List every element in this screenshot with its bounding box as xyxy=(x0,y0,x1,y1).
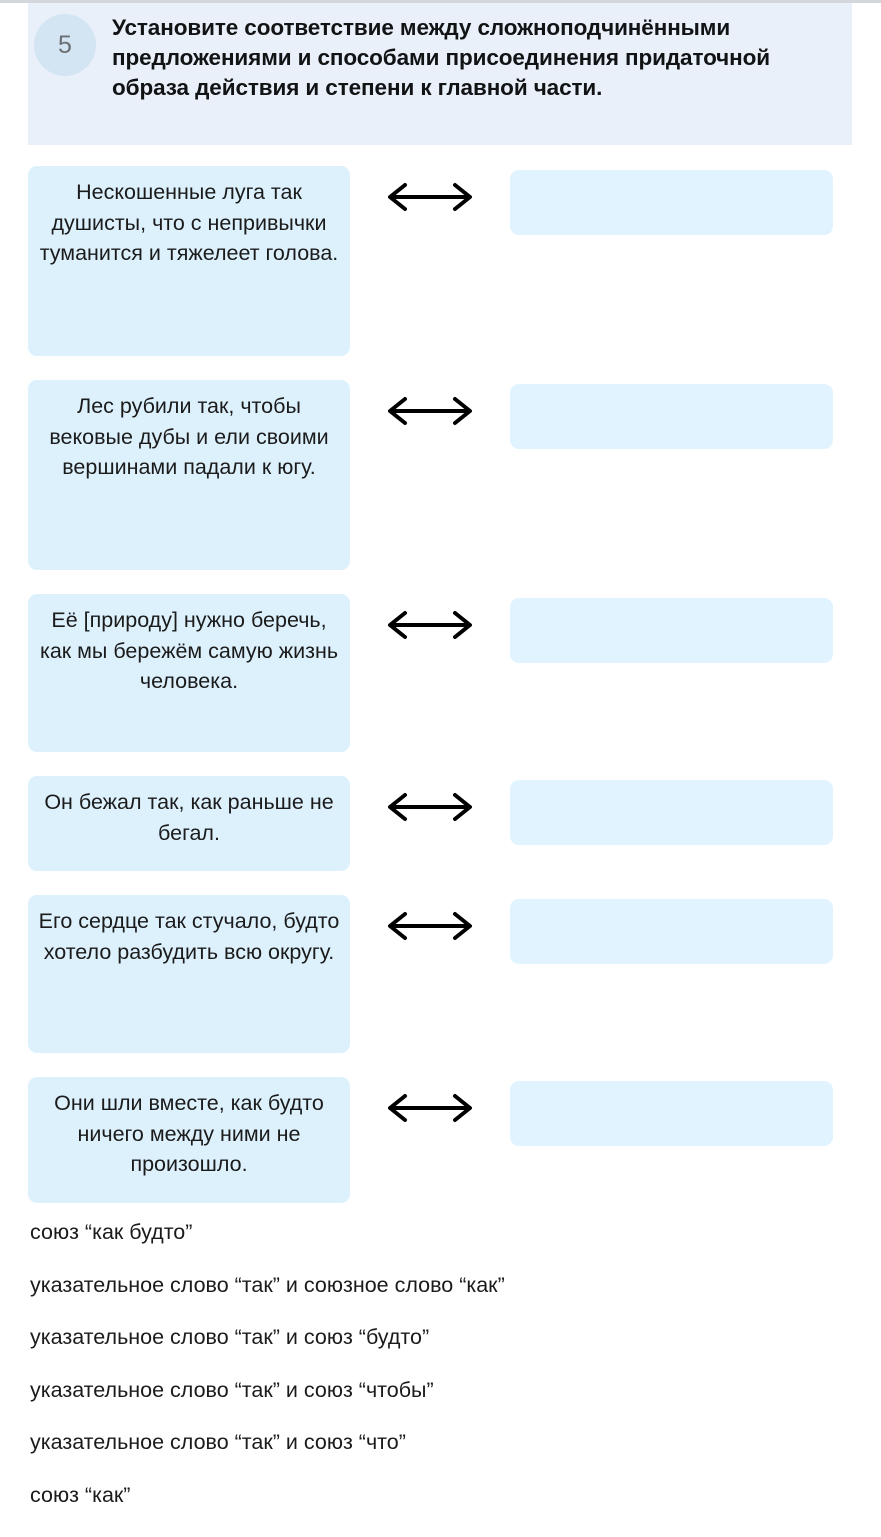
left-right-arrow-icon xyxy=(388,793,472,821)
match-arrow-cell xyxy=(350,895,510,943)
option-item[interactable]: указательное слово “так” и союз “будто” xyxy=(30,1325,430,1349)
option-item[interactable]: союз “как будто” xyxy=(30,1220,193,1244)
answer-drop-zone[interactable] xyxy=(510,1081,833,1146)
left-right-arrow-icon xyxy=(388,397,472,425)
answer-drop-zone[interactable] xyxy=(510,170,833,235)
left-right-arrow-icon xyxy=(388,1094,472,1122)
answer-drop-zone[interactable] xyxy=(510,384,833,449)
task-number-badge: 5 xyxy=(34,14,96,76)
answer-drop-zone[interactable] xyxy=(510,780,833,845)
match-arrow-cell xyxy=(350,166,510,214)
option-item[interactable]: союз “как” xyxy=(30,1482,131,1507)
left-right-arrow-icon xyxy=(388,183,472,211)
sentence-card[interactable]: Её [природу] нужно беречь, как мы бережё… xyxy=(28,594,350,752)
match-row: Лес рубили так, чтобы вековые дубы и ели… xyxy=(0,380,881,570)
match-arrow-cell xyxy=(350,380,510,428)
sentence-card[interactable]: Его сердце так стучало, будто хотело раз… xyxy=(28,895,350,1053)
match-arrow-cell xyxy=(350,776,510,824)
matching-area: Нескошенные луга так душисты, что с непр… xyxy=(0,166,881,1227)
left-right-arrow-icon xyxy=(388,912,472,940)
task-header: 5 Установите соответствие между сложнопо… xyxy=(28,3,852,145)
sentence-card[interactable]: Нескошенные луга так душисты, что с непр… xyxy=(28,166,350,356)
answer-drop-zone[interactable] xyxy=(510,598,833,663)
answer-options-list: союз “как будто” указательное слово “так… xyxy=(30,1220,860,1537)
option-item[interactable]: указательное слово “так” и союз “что” xyxy=(30,1430,406,1454)
top-divider xyxy=(0,0,881,3)
match-row: Он бежал так, как раньше не бегал. xyxy=(0,776,881,871)
option-item[interactable]: указательное слово “так” и союз “чтобы” xyxy=(30,1377,434,1402)
match-row: Нескошенные луга так душисты, что с непр… xyxy=(0,166,881,356)
sentence-card[interactable]: Лес рубили так, чтобы вековые дубы и ели… xyxy=(28,380,350,570)
task-prompt: Установите соответствие между сложноподч… xyxy=(112,15,771,100)
left-right-arrow-icon xyxy=(388,611,472,639)
match-row: Они шли вместе, как будто ничего между н… xyxy=(0,1077,881,1203)
match-row: Его сердце так стучало, будто хотело раз… xyxy=(0,895,881,1053)
sentence-card[interactable]: Он бежал так, как раньше не бегал. xyxy=(28,776,350,871)
match-arrow-cell xyxy=(350,1077,510,1125)
sentence-card[interactable]: Они шли вместе, как будто ничего между н… xyxy=(28,1077,350,1203)
option-item[interactable]: указательное слово “так” и союзное слово… xyxy=(30,1272,505,1297)
match-arrow-cell xyxy=(350,594,510,642)
answer-drop-zone[interactable] xyxy=(510,899,833,964)
match-row: Её [природу] нужно беречь, как мы бережё… xyxy=(0,594,881,752)
